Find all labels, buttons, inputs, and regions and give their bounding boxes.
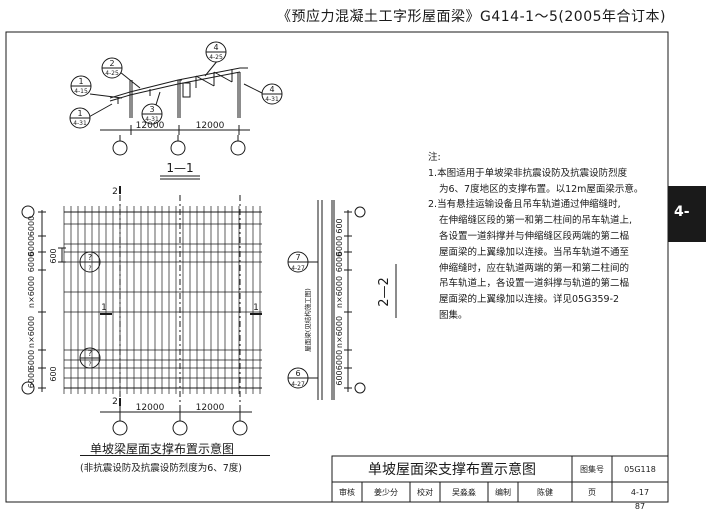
note-line: 1.本图适用于单坡梁非抗震设防及抗震设防烈度 [428, 167, 628, 179]
callout-ref: 4-27 [291, 265, 305, 272]
callout-ref: 4-31 [265, 96, 279, 103]
plan-dim: 6000 [27, 252, 36, 272]
callout-num: 7 [295, 253, 300, 262]
header-title: 《预应力混凝土工字形屋面梁》G414-1～5(2005年合订本) [277, 9, 666, 25]
side-tab-label: 4- [674, 204, 690, 220]
tb-atlas-no: 05G118 [624, 465, 656, 474]
tb-check-name: 吴淼淼 [452, 487, 476, 497]
section-1-1 [86, 59, 265, 180]
tb-main-title: 单坡屋面梁支撑布置示意图 [368, 461, 536, 478]
tb-review-label: 审核 [339, 487, 355, 497]
s2-dim: 6000 [335, 236, 344, 256]
plan-axis-label: 1 [101, 303, 107, 313]
plan-span-left: 12000 [136, 403, 165, 413]
note-line: 屋面梁的上翼缘加以连接。当吊车轨道不通至 [439, 246, 630, 258]
section-2-2 [287, 200, 397, 400]
section-label: 1—1 [166, 161, 193, 175]
callout-num: 1 [78, 77, 83, 86]
callout-num: 4 [269, 85, 274, 94]
tb-review-name: 姜少分 [374, 487, 398, 497]
plan-dim: n×6000 [27, 316, 36, 348]
plan-caption-subtitle: (非抗震设防及抗震设防烈度为6、7度) [80, 463, 243, 474]
s2-dim: 6000 [335, 252, 344, 272]
callout-num: ? [88, 349, 92, 358]
callout-num: 1 [77, 109, 82, 118]
s2-dim: 6000 [335, 350, 344, 370]
plan-view [21, 186, 262, 436]
plan-axis-label: 2 [112, 397, 118, 407]
side-tab: 4- [668, 186, 706, 242]
callout-ref: 4-25 [209, 54, 223, 61]
callout-ref: ? [88, 361, 91, 368]
callout-num: 6 [295, 369, 300, 378]
tb-design-label: 编制 [495, 487, 511, 497]
s2-label: 2—2 [377, 277, 392, 307]
title-block [331, 455, 669, 503]
footer-page: 87 [635, 502, 645, 510]
plan-axis-label: 2 [112, 187, 118, 197]
span-right: 12000 [196, 121, 225, 131]
span-left: 12000 [136, 121, 165, 131]
tb-design-name: 陈健 [537, 487, 553, 497]
callout-num: ? [88, 253, 92, 262]
callout-ref: ? [88, 265, 91, 272]
tb-check-label: 校对 [417, 487, 433, 497]
note-line: 屋面梁的上翼缘加以连接。详见05G359-2 [439, 294, 620, 306]
notes-block: 注: 1.本图适用于单坡梁非抗震设防及抗震设防烈度 为6、7度地区的支撑布置。以… [428, 150, 668, 324]
note-line: 2.当有悬挂运输设备且吊车轨道通过伸缩缝时, [428, 199, 621, 211]
callout-ref: 4-31 [73, 120, 87, 127]
plan-span-right: 12000 [196, 403, 225, 413]
callout-num: 3 [149, 105, 154, 114]
s2-dim: n×6000 [335, 316, 344, 348]
callout-num: 2 [109, 59, 114, 68]
plan-caption-title: 单坡梁屋面支撑布置示意图 [90, 442, 235, 456]
plan-dim: 6000 [27, 236, 36, 256]
plan-axis-label: 1 [253, 303, 259, 313]
s2-vertical-text: 屋面梁(见结构施工图) [303, 288, 312, 352]
plan-dim: 6000 [27, 350, 36, 370]
tb-page-label: 页 [588, 488, 596, 497]
section-1-1-callouts [69, 41, 283, 129]
callout-ref: 4-31 [145, 116, 159, 123]
note-line: 为6、7度地区的支撑布置。以12m屋面梁示意。 [439, 183, 644, 195]
callout-num: 4 [213, 43, 218, 52]
callout-ref: 4-15 [74, 88, 88, 95]
note-line: 吊车轨道上，各设置一道斜撑与轨道的第二榀 [439, 278, 630, 290]
note-line: 伸缩缝时，应在轨道两端的第一和第二柱间的 [439, 262, 630, 274]
tb-atlas-label: 图集号 [580, 464, 604, 474]
plan-caption-underline [80, 455, 270, 456]
notes-heading: 注: [428, 152, 441, 163]
tb-page-no: 4-17 [631, 488, 649, 497]
note-line: 各设置一道斜撑并与伸缩缝区段两端的第二榀 [439, 230, 630, 242]
plan-dim: n×6000 [27, 276, 36, 308]
note-line: 图集。 [439, 309, 468, 321]
s2-dim: 600 [335, 218, 344, 233]
plan-rafter-grid [63, 206, 262, 394]
plan-dim-inner: 600 [49, 366, 58, 381]
callout-ref: 4-25 [105, 70, 119, 77]
s2-dim: n×6000 [335, 276, 344, 308]
s2-dim: 600 [335, 370, 344, 385]
plan-dim-inner: 600 [49, 248, 58, 263]
plan-dim: 6000 [27, 216, 36, 236]
plan-dim: 6000 [27, 368, 36, 388]
note-line: 在伸缩缝区段的第一和第二柱间的吊车轨道上, [439, 215, 633, 227]
callout-ref: 4-27 [291, 381, 305, 388]
